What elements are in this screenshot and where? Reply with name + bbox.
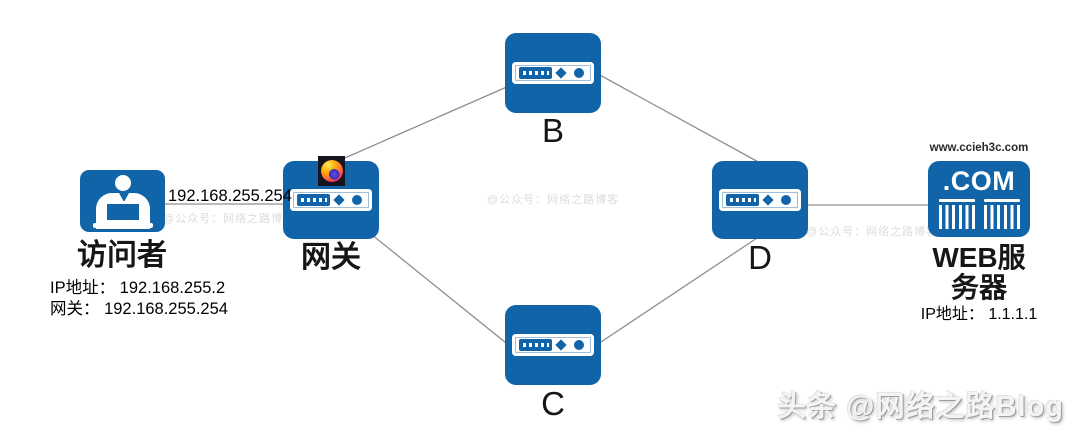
laptop-base: [93, 223, 153, 228]
router-diamond: [333, 194, 345, 206]
router-b-label: B: [541, 112, 564, 149]
server-url: www.ccieh3c.com: [929, 142, 1029, 154]
router-ports: [519, 339, 552, 351]
router-c-icon: [505, 305, 601, 385]
visitor-label: 访问者: [77, 239, 167, 272]
person-tie: [119, 193, 129, 202]
router-led: [574, 340, 584, 350]
router-led: [574, 68, 584, 78]
router-d-label: D: [748, 239, 772, 276]
router-port-bar: [512, 334, 594, 356]
server-label: WEB服 务器: [909, 243, 1049, 303]
server-label-line2: 务器: [950, 272, 1007, 303]
visitor-info-gateway: 网关： 192.168.255.254: [50, 300, 228, 318]
router-diamond: [762, 194, 774, 206]
link-ip-label: 192.168.255.254: [168, 187, 292, 205]
web-server-icon: .COM: [928, 161, 1030, 237]
person-head: [115, 175, 131, 191]
router-port-bar: [290, 189, 372, 211]
router-port-bar: [512, 62, 594, 84]
visitor-icon: [80, 170, 165, 232]
link-b-d: [597, 73, 763, 165]
router-led: [781, 195, 791, 205]
gateway-label: 网关: [301, 241, 361, 274]
router-led: [352, 195, 362, 205]
firefox-globe: [320, 160, 343, 182]
link-c-d: [597, 235, 761, 345]
router-b-icon: [505, 33, 601, 113]
watermark-right: @公众号：网络之路博客: [806, 226, 939, 238]
server-info-ip: IP地址： 1.1.1.1: [920, 306, 1038, 323]
visitor-info-ip: IP地址： 192.168.255.2: [50, 279, 226, 297]
router-ports: [519, 67, 552, 79]
router-ports: [726, 194, 759, 206]
barcode-group: [983, 199, 1020, 229]
router-ports: [297, 194, 330, 206]
barcode-icon: [928, 199, 1030, 229]
firefox-icon: [318, 156, 345, 186]
server-label-line1: WEB服: [932, 242, 1026, 273]
watermark-left: @公众号：网络之路博客: [163, 213, 296, 225]
router-port-bar: [719, 189, 801, 211]
gateway-icon: [283, 161, 379, 239]
footer-watermark: 头条 @网络之路Blog: [777, 391, 1064, 423]
laptop-screen: [104, 201, 142, 223]
dotcom-text: .COM: [942, 166, 1016, 196]
barcode-group: [938, 199, 975, 229]
watermark-center: @公众号：网络之路博客: [487, 194, 620, 206]
router-c-label: C: [541, 385, 565, 422]
router-diamond: [555, 339, 567, 351]
router-d-icon: [712, 161, 808, 239]
router-diamond: [555, 67, 567, 79]
